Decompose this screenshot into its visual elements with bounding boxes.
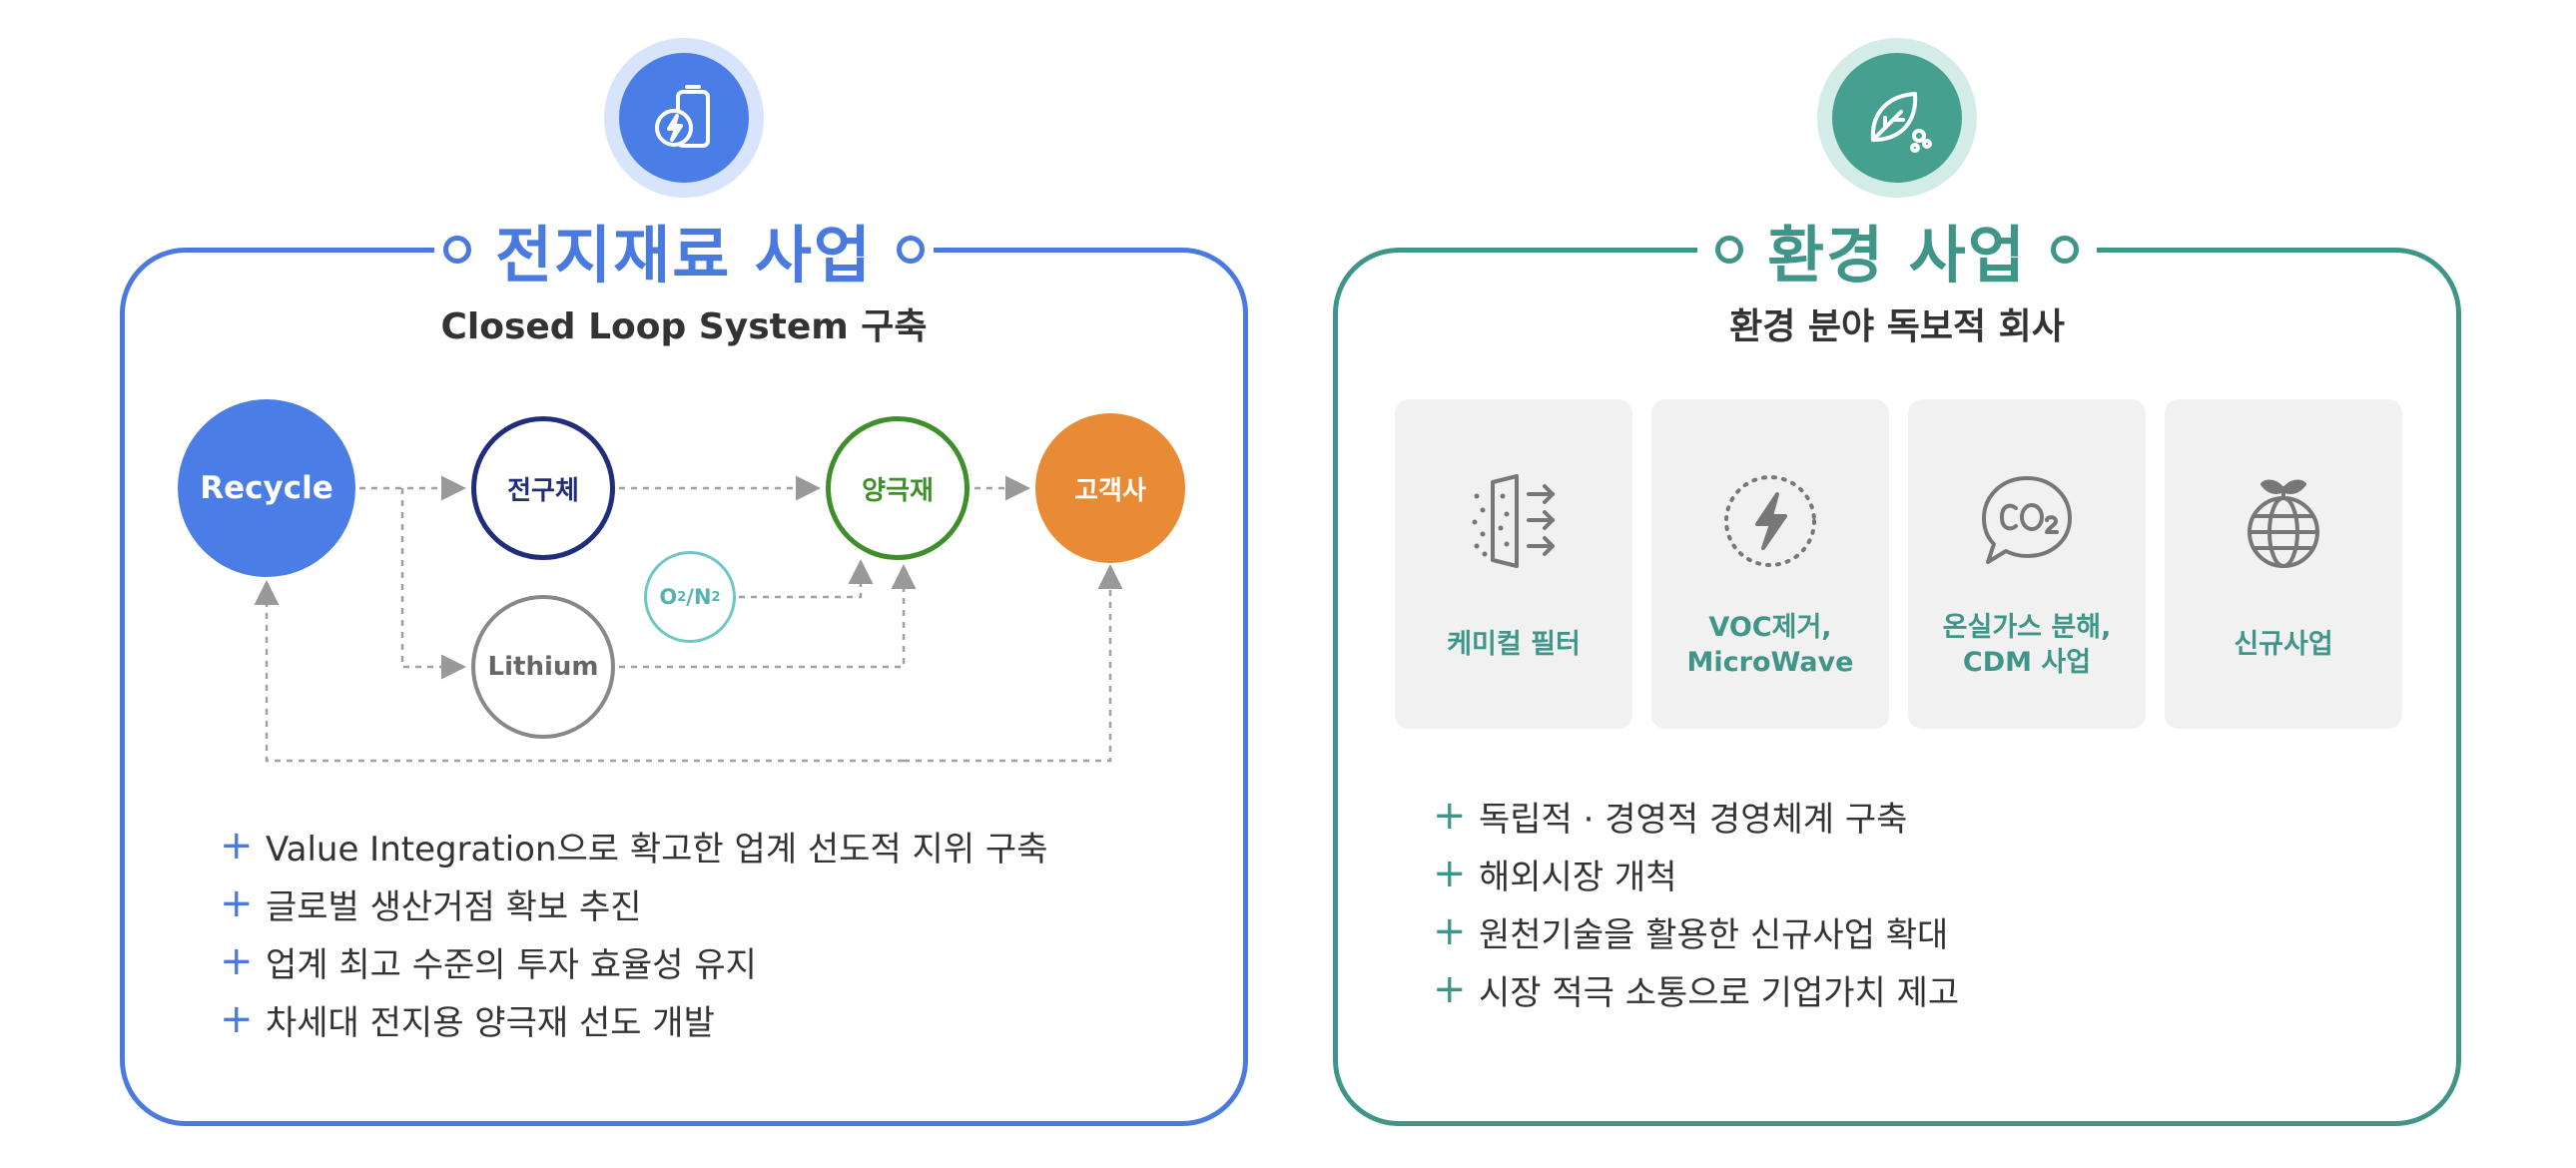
title-dot-right [896, 236, 925, 264]
environment-title: 환경 사업 [1697, 200, 2097, 299]
plus-icon: + [1433, 793, 1467, 839]
globe-sprout-icon [2248, 479, 2319, 568]
plus-icon: + [220, 880, 254, 926]
arrow-loop-to-recycle [254, 580, 904, 763]
node-lithium: Lithium [471, 595, 615, 739]
card-label: 온실가스 분해, CDM 사업 [1942, 611, 2112, 678]
o2-letter: O [659, 585, 678, 609]
bullet-text: 시장 적극 소통으로 기업가치 제고 [1479, 972, 1960, 1013]
environment-title-text: 환경 사업 [1767, 219, 2027, 292]
bullet-text: 독립적 · 경영적 경영체계 구축 [1479, 799, 1908, 840]
list-item: + Value Integration으로 확고한 업계 선도적 지위 구축 [220, 817, 1047, 875]
battery-business-panel [120, 248, 1248, 1126]
plus-icon: + [220, 823, 254, 869]
bullet-text: 글로벌 생산거점 확보 추진 [266, 886, 642, 927]
battery-icon-badge [604, 38, 764, 198]
filter-icon [1472, 474, 1555, 568]
environment-bullet-list: + 독립적 · 경영적 경영체계 구축 + 해외시장 개척 + 원천기술을 활용한 신… [1433, 787, 1959, 1018]
co2-bubble-icon [1982, 476, 2072, 564]
battery-subtitle: Closed Loop System 구축 [440, 306, 928, 347]
environment-icon-badge [1817, 38, 1977, 198]
card-voc-microwave: VOC제거, MicroWave [1651, 399, 1889, 729]
list-item: + 차세대 전지용 양극재 선도 개발 [220, 990, 1047, 1048]
node-precursor: 전구체 [471, 416, 615, 560]
arrow-o2-cathode [739, 559, 874, 599]
plus-icon: + [220, 938, 254, 984]
battery-title: 전지재료 사업 [434, 200, 934, 299]
node-customer: 고객사 [1035, 413, 1185, 563]
bullet-text: 원천기술을 활용한 신규사업 확대 [1479, 914, 1949, 955]
battery-title-text: 전지재료 사업 [495, 219, 873, 292]
node-cathode: 양극재 [826, 416, 969, 560]
title-dot-left [1715, 236, 1744, 264]
plus-icon: + [1433, 851, 1467, 896]
lightning-circle-icon [1724, 475, 1816, 567]
list-item: + 독립적 · 경영적 경영체계 구축 [1433, 787, 1959, 845]
card-ghg-cdm: 온실가스 분해, CDM 사업 [1908, 399, 2146, 729]
plus-icon: + [220, 996, 254, 1042]
list-item: + 업계 최고 수준의 투자 효율성 유지 [220, 932, 1047, 990]
diagram-arrows [254, 475, 1123, 763]
list-item: + 시장 적극 소통으로 기업가치 제고 [1433, 960, 1959, 1018]
list-item: + 원천기술을 활용한 신규사업 확대 [1433, 902, 1959, 960]
list-item: + 글로벌 생산거점 확보 추진 [220, 875, 1047, 932]
arrow-to-customer [904, 564, 1123, 763]
card-label: 신규사업 [2234, 629, 2333, 661]
o2-subscript: 2 [677, 589, 687, 605]
bullet-text: Value Integration으로 확고한 업계 선도적 지위 구축 [266, 829, 1048, 870]
environment-subtitle: 환경 분야 독보적 회사 [1729, 306, 2065, 347]
leaf-icon [1870, 92, 1932, 153]
battery-bullet-list: + Value Integration으로 확고한 업계 선도적 지위 구축 + 글… [220, 817, 1047, 1048]
card-new-business: 신규사업 [2165, 399, 2402, 729]
plus-icon: + [1433, 966, 1467, 1012]
title-dot-right [2050, 236, 2079, 264]
plus-icon: + [1433, 908, 1467, 954]
card-chemical-filter: 케미컬 필터 [1395, 399, 1632, 729]
arrow-recycle-lithium [400, 488, 466, 680]
bullet-text: 차세대 전지용 양극재 선도 개발 [266, 1002, 715, 1043]
bullet-text: 업계 최고 수준의 투자 효율성 유지 [266, 944, 757, 985]
battery-bolt-icon [655, 85, 710, 148]
list-item: + 해외시장 개척 [1433, 845, 1959, 902]
bullet-text: 해외시장 개척 [1479, 857, 1677, 897]
node-recycle: Recycle [178, 399, 355, 577]
n2-subscript: 2 [711, 589, 721, 605]
n2-letter: /N [686, 585, 712, 609]
title-dot-left [443, 236, 472, 264]
card-label: 케미컬 필터 [1447, 629, 1581, 661]
card-label: VOC제거, MicroWave [1686, 611, 1854, 678]
arrow-lithium-cathode [619, 564, 917, 669]
